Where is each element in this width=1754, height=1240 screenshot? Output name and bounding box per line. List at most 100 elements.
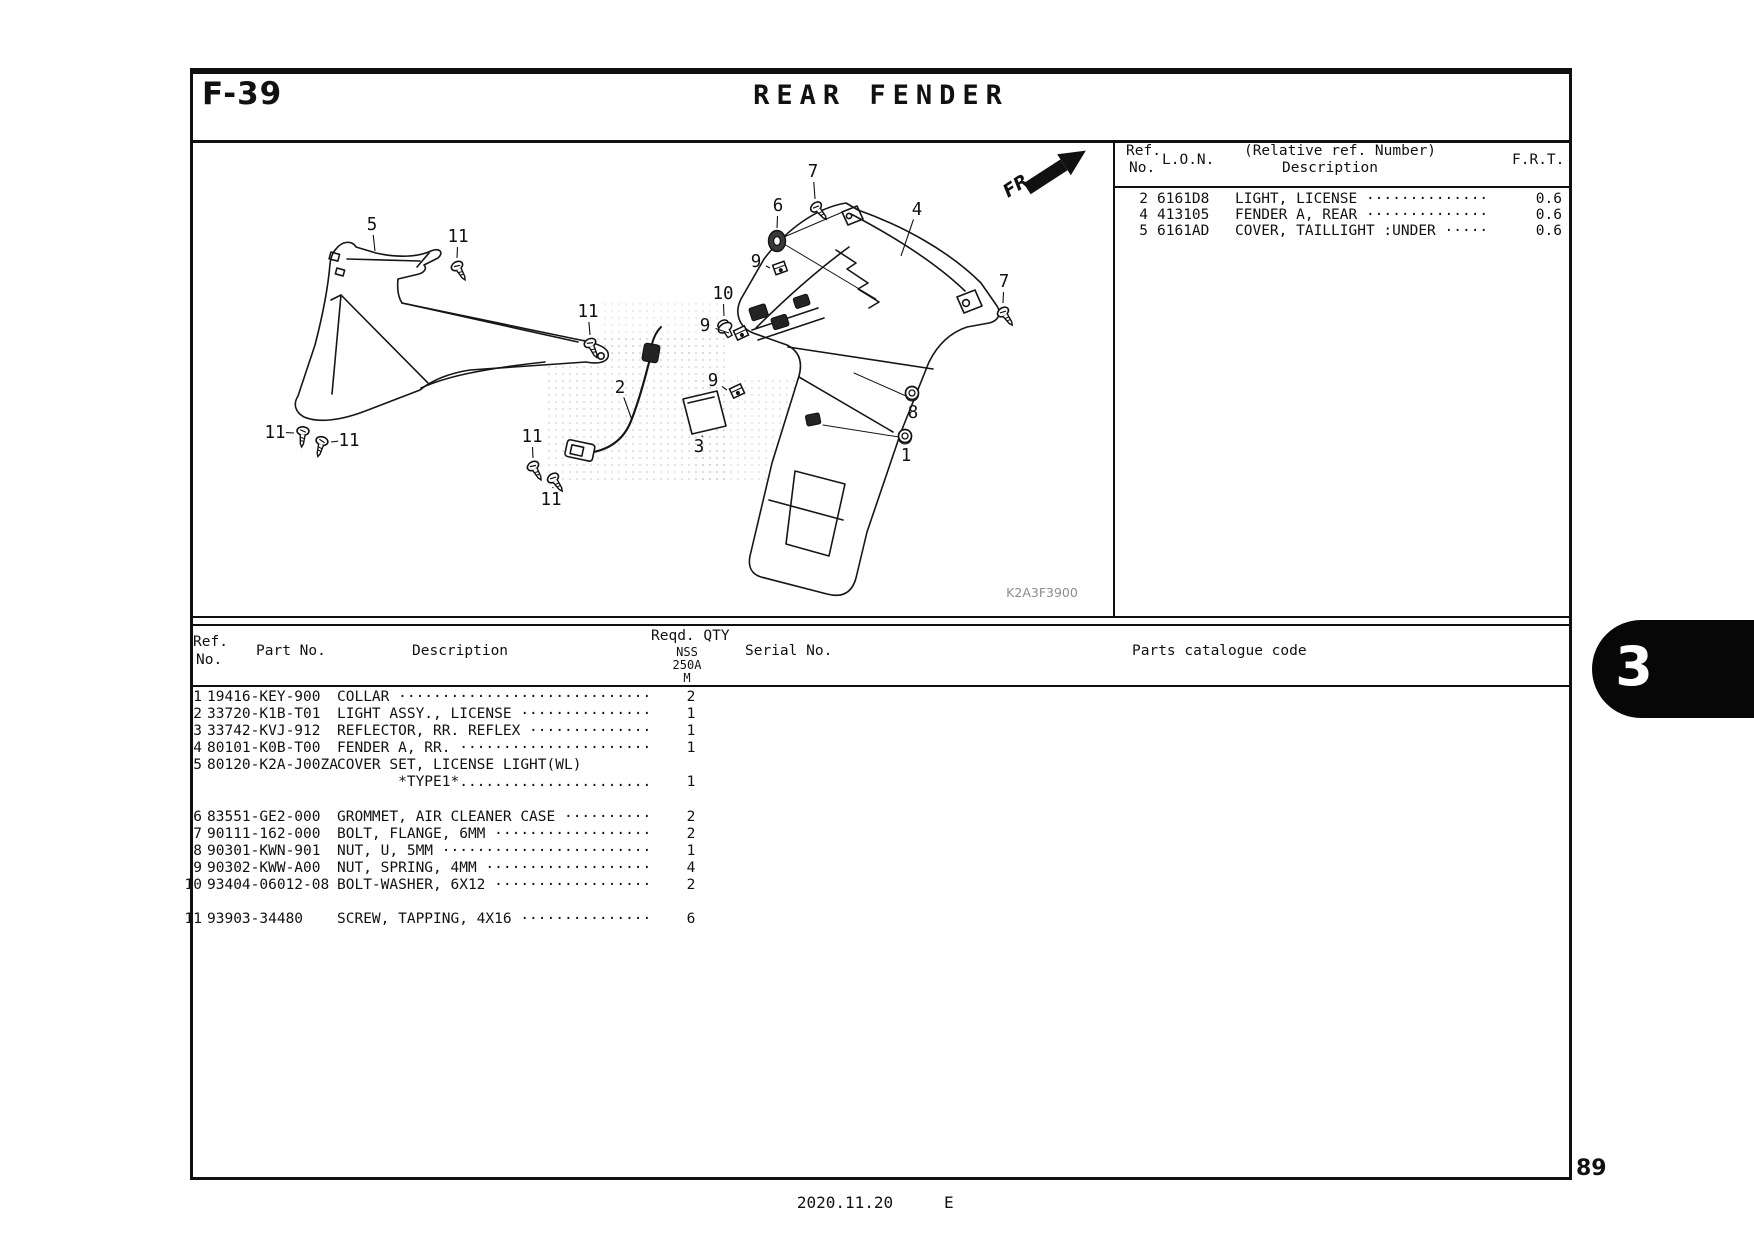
ref-col-ref2: No. — [1129, 160, 1156, 176]
callout-label: 4 — [912, 200, 923, 220]
frt-value: 0.6 — [1535, 207, 1562, 223]
part-description: NUT, U, 5MM ····························… — [337, 843, 654, 859]
callout-label: 11 — [521, 427, 542, 447]
callout-label: 3 — [694, 437, 705, 457]
part-number: 90111-162-000 — [207, 826, 321, 842]
callout-leader — [776, 215, 779, 229]
nut-icon — [904, 385, 920, 402]
part-qty: 1 — [686, 774, 696, 790]
panel-divider — [1113, 142, 1115, 618]
part-description: *TYPE1*............................. — [398, 774, 654, 790]
callout-leader — [623, 397, 633, 421]
dark-fittings — [641, 293, 822, 427]
parts-col-ref2: No. — [196, 652, 223, 668]
ref-col-lon: L.O.N. — [1162, 152, 1215, 168]
part-ref-no: 11 — [184, 911, 202, 927]
parts-col-qty-model3: M — [683, 671, 691, 685]
part-number: 90302-KWW-A00 — [207, 860, 321, 876]
callout-label: 11 — [264, 423, 285, 443]
part-qty: 2 — [686, 809, 696, 825]
callout-leader — [722, 303, 725, 317]
callout-label: 7 — [808, 162, 819, 182]
part-ref-no: 8 — [193, 843, 202, 859]
parts-col-description: Description — [412, 643, 509, 659]
ref-description: FENDER A, REAR ·························… — [1235, 207, 1491, 223]
part-number: 93903-34480 — [207, 911, 304, 927]
callout-leader — [900, 219, 914, 257]
frt-value: 0.6 — [1535, 191, 1562, 207]
part-description: GROMMET, AIR CLEANER CASE ··············… — [337, 809, 654, 825]
callout-label: 7 — [999, 272, 1010, 292]
part-qty: 2 — [686, 877, 696, 893]
callout-leader — [721, 385, 728, 391]
lon-code: 6161AD — [1157, 223, 1210, 239]
part-license-light-wire — [564, 326, 662, 462]
ref-col-description: Description — [1281, 160, 1379, 176]
callout-leader — [813, 181, 816, 200]
fr-arrow-icon: FR. — [999, 150, 1086, 202]
lon-code: 6161D8 — [1157, 191, 1210, 207]
ref-col-relative: (Relative ref. Number) — [1243, 143, 1437, 159]
parts-col-qty: Reqd. QTY — [651, 628, 730, 644]
screw-icon — [294, 425, 311, 449]
parts-col-serial: Serial No. — [745, 643, 833, 659]
table-top-rule-2 — [190, 624, 1572, 626]
part-qty: 1 — [686, 706, 696, 722]
part-number: 19416-KEY-900 — [207, 689, 321, 705]
diagram-code: K2A3F3900 — [1006, 585, 1078, 600]
callout-label: 9 — [700, 316, 711, 336]
callout-label: 11 — [447, 227, 468, 247]
callout-label: 10 — [712, 284, 733, 304]
callout-label: 8 — [908, 403, 919, 423]
part-description: SCREW, TAPPING, 4X16 ···················… — [337, 911, 654, 927]
screw-icon — [524, 458, 547, 484]
callout-leader — [765, 265, 771, 269]
part-qty: 6 — [686, 911, 696, 927]
callout-label: 5 — [367, 215, 378, 235]
page-number: 89 — [1576, 1156, 1607, 1181]
callout-label: 11 — [577, 302, 598, 322]
callout-leader — [531, 446, 534, 459]
part-ref-no: 10 — [184, 877, 202, 893]
part-description: BOLT, FLANGE, 6MM ······················… — [337, 826, 654, 842]
grommet-icon — [767, 229, 787, 253]
part-qty: 1 — [686, 723, 696, 739]
part-reflector — [682, 390, 727, 435]
callout-label: 1 — [901, 446, 912, 466]
parts-col-part: Part No. — [256, 643, 326, 659]
part-description: COLLAR ·································… — [337, 689, 654, 705]
parts-col-code: Parts catalogue code — [1132, 643, 1307, 659]
section-tab: 3 — [1592, 620, 1754, 718]
parts-header-divider — [190, 685, 1572, 687]
title-divider — [190, 140, 1572, 143]
footer-revision: E — [944, 1193, 954, 1212]
part-number: 33720-K1B-T01 — [207, 706, 321, 722]
ref-no: 4 — [1139, 207, 1148, 223]
frt-value: 0.6 — [1535, 223, 1562, 239]
part-qty: 2 — [686, 826, 696, 842]
part-ref-no: 4 — [193, 740, 202, 756]
callout-leader — [715, 327, 730, 334]
part-qty: 1 — [686, 843, 696, 859]
callout-leader — [372, 234, 376, 252]
callout-label: 11 — [338, 431, 359, 451]
part-ref-no: 1 — [193, 689, 202, 705]
callout-leader — [456, 246, 459, 259]
table-top-rule-1 — [190, 616, 1572, 618]
part-ref-no: 2 — [193, 706, 202, 722]
part-description: NUT, SPRING, 4MM ·······················… — [337, 860, 654, 876]
part-qty: 1 — [686, 740, 696, 756]
ref-no: 5 — [1139, 223, 1148, 239]
part-number: 83551-GE2-000 — [207, 809, 321, 825]
fr-label: FR. — [999, 166, 1038, 202]
part-number: 90301-KWN-901 — [207, 843, 321, 859]
screw-icon — [448, 258, 471, 284]
ref-description: COVER, TAILLIGHT :UNDER ················… — [1235, 223, 1491, 239]
ref-col-frt: F.R.T. — [1512, 152, 1565, 168]
footer-date: 2020.11.20 — [796, 1193, 894, 1212]
parts-col-ref1: Ref. — [193, 634, 228, 650]
part-cover-taillight — [294, 241, 610, 422]
